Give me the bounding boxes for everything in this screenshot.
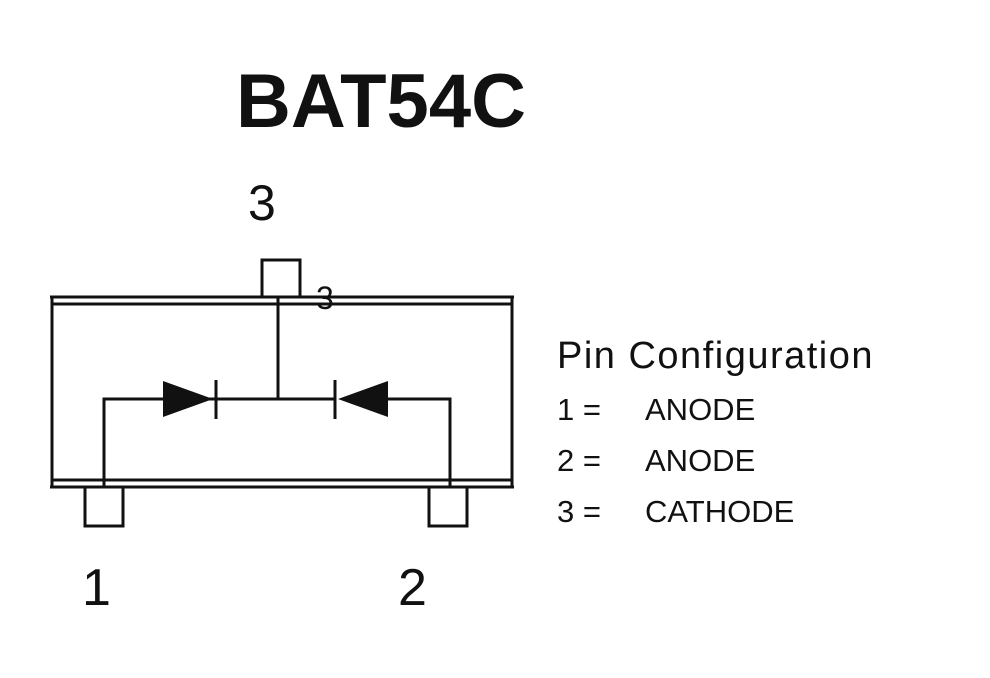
pin-number: 1 =: [557, 392, 601, 427]
pin-number: 3 =: [557, 494, 601, 529]
pin-function: ANODE: [645, 392, 756, 427]
pin-function: CATHODE: [645, 494, 795, 529]
pin-2-label: 2: [398, 559, 427, 617]
part-title: BAT54C: [236, 59, 526, 144]
pin-3-small-label: 3: [316, 280, 334, 316]
pin-3-pad: [260, 258, 302, 299]
pin-3-label: 3: [248, 175, 276, 231]
diode-left: [163, 380, 218, 419]
pin-1-label: 1: [82, 559, 111, 617]
pin-number: 2 =: [557, 443, 601, 478]
wires: [102, 297, 452, 487]
package-body: [50, 295, 514, 489]
diode-right: [333, 380, 388, 419]
pin-2-pad: [427, 485, 469, 528]
pin-1-pad: [83, 485, 125, 528]
pin-config-heading: Pin Configuration: [557, 335, 875, 377]
pin-function: ANODE: [645, 443, 756, 478]
